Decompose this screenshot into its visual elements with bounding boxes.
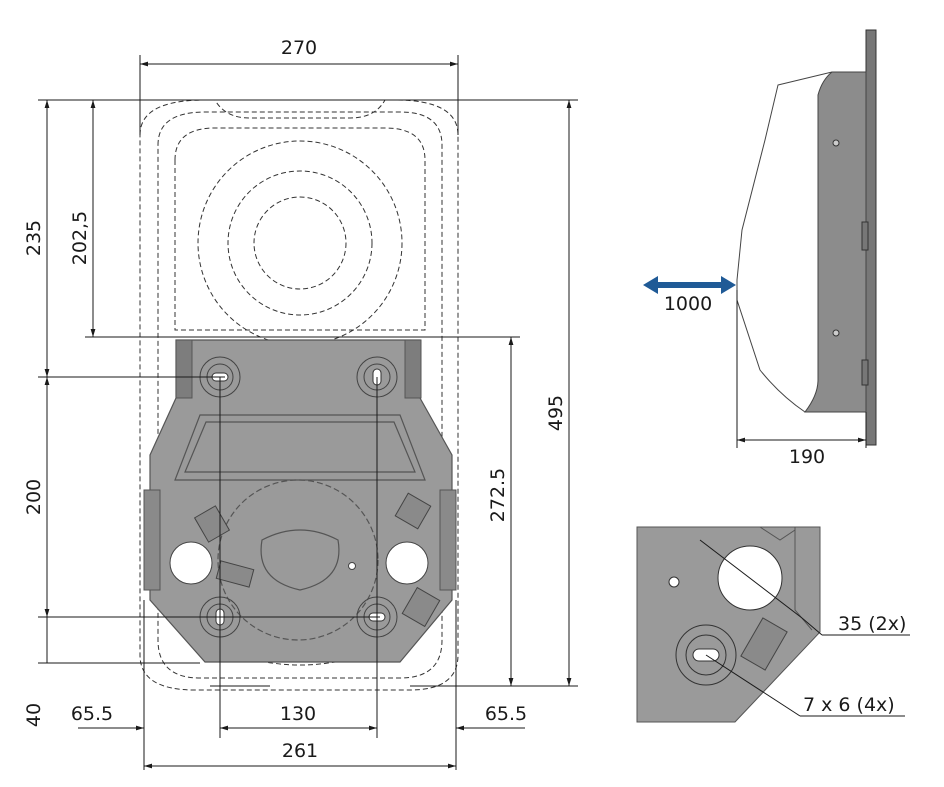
dim-depth: 190 (789, 446, 825, 468)
dim-top-width: 270 (281, 37, 317, 59)
dim-left-lower: 200 (23, 479, 45, 515)
dim-bottom-offset: 40 (23, 703, 45, 727)
dim-clearance: 1000 (664, 293, 712, 315)
dim-plate-height: 272.5 (487, 468, 509, 522)
dim-right-margin: 65.5 (485, 703, 527, 725)
dimension-lines (38, 55, 578, 770)
dimension-labels: 270 235 202,5 200 40 272.5 495 65.5 130 … (23, 37, 567, 762)
dim-inner-upper: 202,5 (69, 211, 91, 265)
device-grey-side (803, 71, 867, 413)
dim-hole-spacing: 130 (280, 703, 316, 725)
mounting-plate (143, 339, 457, 663)
clearance-arrow (643, 276, 736, 294)
dim-left-upper: 235 (23, 220, 45, 256)
front-view: 270 235 202,5 200 40 272.5 495 65.5 130 … (23, 37, 578, 770)
dim-left-margin: 65.5 (71, 703, 113, 725)
side-view: 190 1000 (643, 29, 877, 468)
label-slot-hole: 7 x 6 (4x) (803, 694, 895, 716)
dim-total-height: 495 (545, 395, 567, 431)
detail-view: 35 (2x) 7 x 6 (4x) (636, 526, 910, 723)
dim-plate-width: 261 (282, 740, 318, 762)
label-large-hole: 35 (2x) (838, 613, 906, 635)
